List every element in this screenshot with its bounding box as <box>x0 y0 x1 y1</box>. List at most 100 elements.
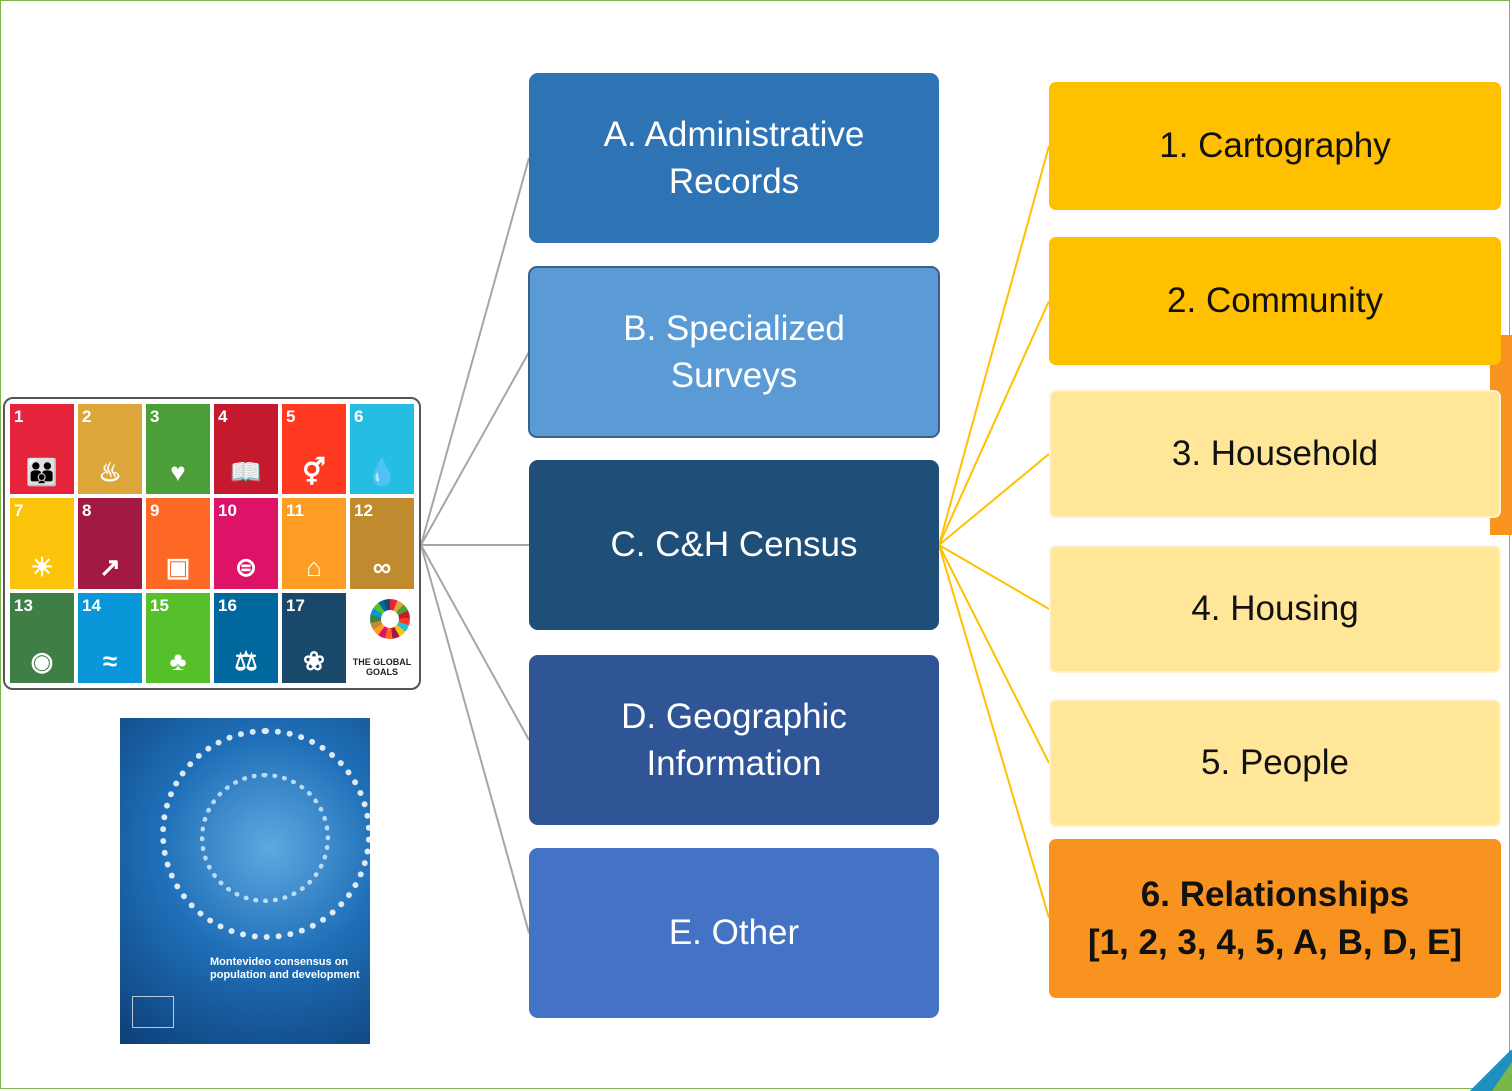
equal-icon: ⊜ <box>235 551 257 582</box>
sdg-tile-number: 2 <box>82 407 92 426</box>
sdg-tile-1: 1👪 <box>10 404 74 495</box>
rings-icon: ❀ <box>303 646 325 676</box>
connector-to-4 <box>938 544 1050 610</box>
global-goals-logo: THE GLOBAL GOALS <box>350 592 414 683</box>
category-4-label: 4. Housing <box>1191 589 1359 628</box>
heartbeat-icon: ♥ <box>170 457 186 488</box>
sdg-tile-number: 17 <box>286 595 305 615</box>
connector-to-d <box>420 544 530 741</box>
sdg-tile-number: 14 <box>82 595 101 615</box>
connector-to-3 <box>938 453 1050 546</box>
sdg-tile-5: 5⚥ <box>282 404 346 495</box>
connector-to-a <box>420 157 530 546</box>
sdg-tile-number: 16 <box>218 595 237 615</box>
eye-globe-icon: ◉ <box>30 646 54 676</box>
sdg-tile-16: 16 ⚖ <box>214 592 278 683</box>
sdg-tile-11: 11 ⌂ <box>282 498 346 589</box>
sun-icon: ☀ <box>30 551 54 582</box>
gender-icon: ⚥ <box>302 457 326 488</box>
montevideo-consensus-cover: Montevideo consensus on population and d… <box>120 718 370 1044</box>
infinity-icon: ∞ <box>372 551 392 582</box>
sdg-tile-8: 8↗ <box>78 498 142 589</box>
sdg-tile-number: 6 <box>354 407 364 426</box>
connector-to-6 <box>938 544 1050 919</box>
connector-to-1 <box>938 145 1050 546</box>
category-housing: 4. Housing <box>1049 545 1501 673</box>
sdg-tile-number: 15 <box>150 595 169 615</box>
sdg-tile-14: 14 ≈ <box>78 592 142 683</box>
category-cartography: 1. Cartography <box>1049 82 1501 210</box>
cover-title: Montevideo consensus on population and d… <box>210 956 360 982</box>
dotted-spiral-inner <box>200 773 330 903</box>
category-household: 3. Household <box>1049 390 1501 518</box>
sdg-tile-number: 1 <box>14 407 24 426</box>
growth-chart-icon: ↗ <box>99 551 121 582</box>
sdg-tile-number: 3 <box>150 407 160 426</box>
book-icon: 📖 <box>229 457 263 488</box>
category-5-label: 5. People <box>1201 743 1349 782</box>
category-connectors <box>938 145 1050 919</box>
category-2-label: 2. Community <box>1167 281 1383 320</box>
sdg-tile-number: 8 <box>82 501 92 521</box>
sdg-wheel-icon <box>370 598 410 639</box>
sdg-tile-2: 2♨ <box>78 404 142 495</box>
sdg-tile-number: 11 <box>286 501 304 521</box>
source-c-label: C. C&H Census <box>610 525 858 565</box>
category-people: 5. People <box>1049 699 1501 827</box>
sdg-tile-10: 10 ⊜ <box>214 498 278 589</box>
dotted-spiral <box>160 728 370 940</box>
water-drop-icon: 💧 <box>365 457 399 488</box>
sdg-tile-number: 12 <box>354 501 373 521</box>
fish-icon: ≈ <box>102 646 118 676</box>
sdg-tile-12: 12 ∞ <box>350 498 414 589</box>
source-ch-census: C. C&H Census <box>529 460 939 630</box>
sdg-tile-number: 9 <box>150 501 160 521</box>
connector-to-2 <box>938 300 1050 546</box>
category-3-label: 3. Household <box>1171 434 1379 473</box>
source-connectors <box>420 157 530 934</box>
sdg-goals-image: 1👪2♨3♥4📖5⚥6💧7☀8↗9▣10⊜11⌂12∞13◉14≈15♣16⚖1… <box>3 397 421 690</box>
sdg-tile-9: 9▣ <box>146 498 210 589</box>
source-a-line2: Records <box>668 162 800 201</box>
source-other: E. Other <box>529 848 939 1018</box>
sdg-tile-4: 4📖 <box>214 404 278 495</box>
sdg-tile-number: 4 <box>218 407 228 426</box>
category-community: 2. Community <box>1049 237 1501 365</box>
source-d-line1: D. Geographic <box>621 696 847 736</box>
people-icon: 👪 <box>25 457 59 488</box>
cube-icon: ▣ <box>165 551 191 582</box>
sdg-tile-7: 7☀ <box>10 498 74 589</box>
sdg-tile-number: 5 <box>286 407 296 426</box>
source-d-line2: Information <box>646 744 822 783</box>
sdg-tile-17: 17 ❀ <box>282 592 346 683</box>
category-6-sources: [1, 2, 3, 4, 5, A, B, D, E] <box>1087 922 1463 962</box>
sdg-tile-3: 3♥ <box>146 404 210 495</box>
source-b-line2: Surveys <box>670 356 798 395</box>
bowl-icon: ♨ <box>98 457 122 488</box>
connector-to-5 <box>938 544 1050 764</box>
sdg-tile-number: 13 <box>14 595 33 615</box>
global-goals-text: THE GLOBAL GOALS <box>352 657 412 677</box>
sdg-tile-13: 13 ◉ <box>10 592 74 683</box>
cover-logo <box>132 996 174 1028</box>
city-icon: ⌂ <box>306 551 322 582</box>
category-relationships: 6. Relationships [1, 2, 3, 4, 5, A, B, D,… <box>1049 839 1501 998</box>
sdg-tile-6: 6💧 <box>350 404 414 495</box>
dove-icon: ⚖ <box>234 646 258 676</box>
source-b-line1: B. Specialized <box>623 308 845 348</box>
connector-to-e <box>420 544 530 934</box>
category-6-label: 6. Relationships <box>1140 875 1410 915</box>
category-1-label: 1. Cartography <box>1159 126 1391 165</box>
sdg-tile-number: 10 <box>218 501 237 521</box>
connector-to-b <box>420 351 530 546</box>
source-a-line1: A. Administrative <box>603 114 865 154</box>
tree-icon: ♣ <box>169 646 187 676</box>
sdg-tile-number: 7 <box>14 501 24 521</box>
sdg-tile-15: 15 ♣ <box>146 592 210 683</box>
source-e-label: E. Other <box>668 913 800 953</box>
